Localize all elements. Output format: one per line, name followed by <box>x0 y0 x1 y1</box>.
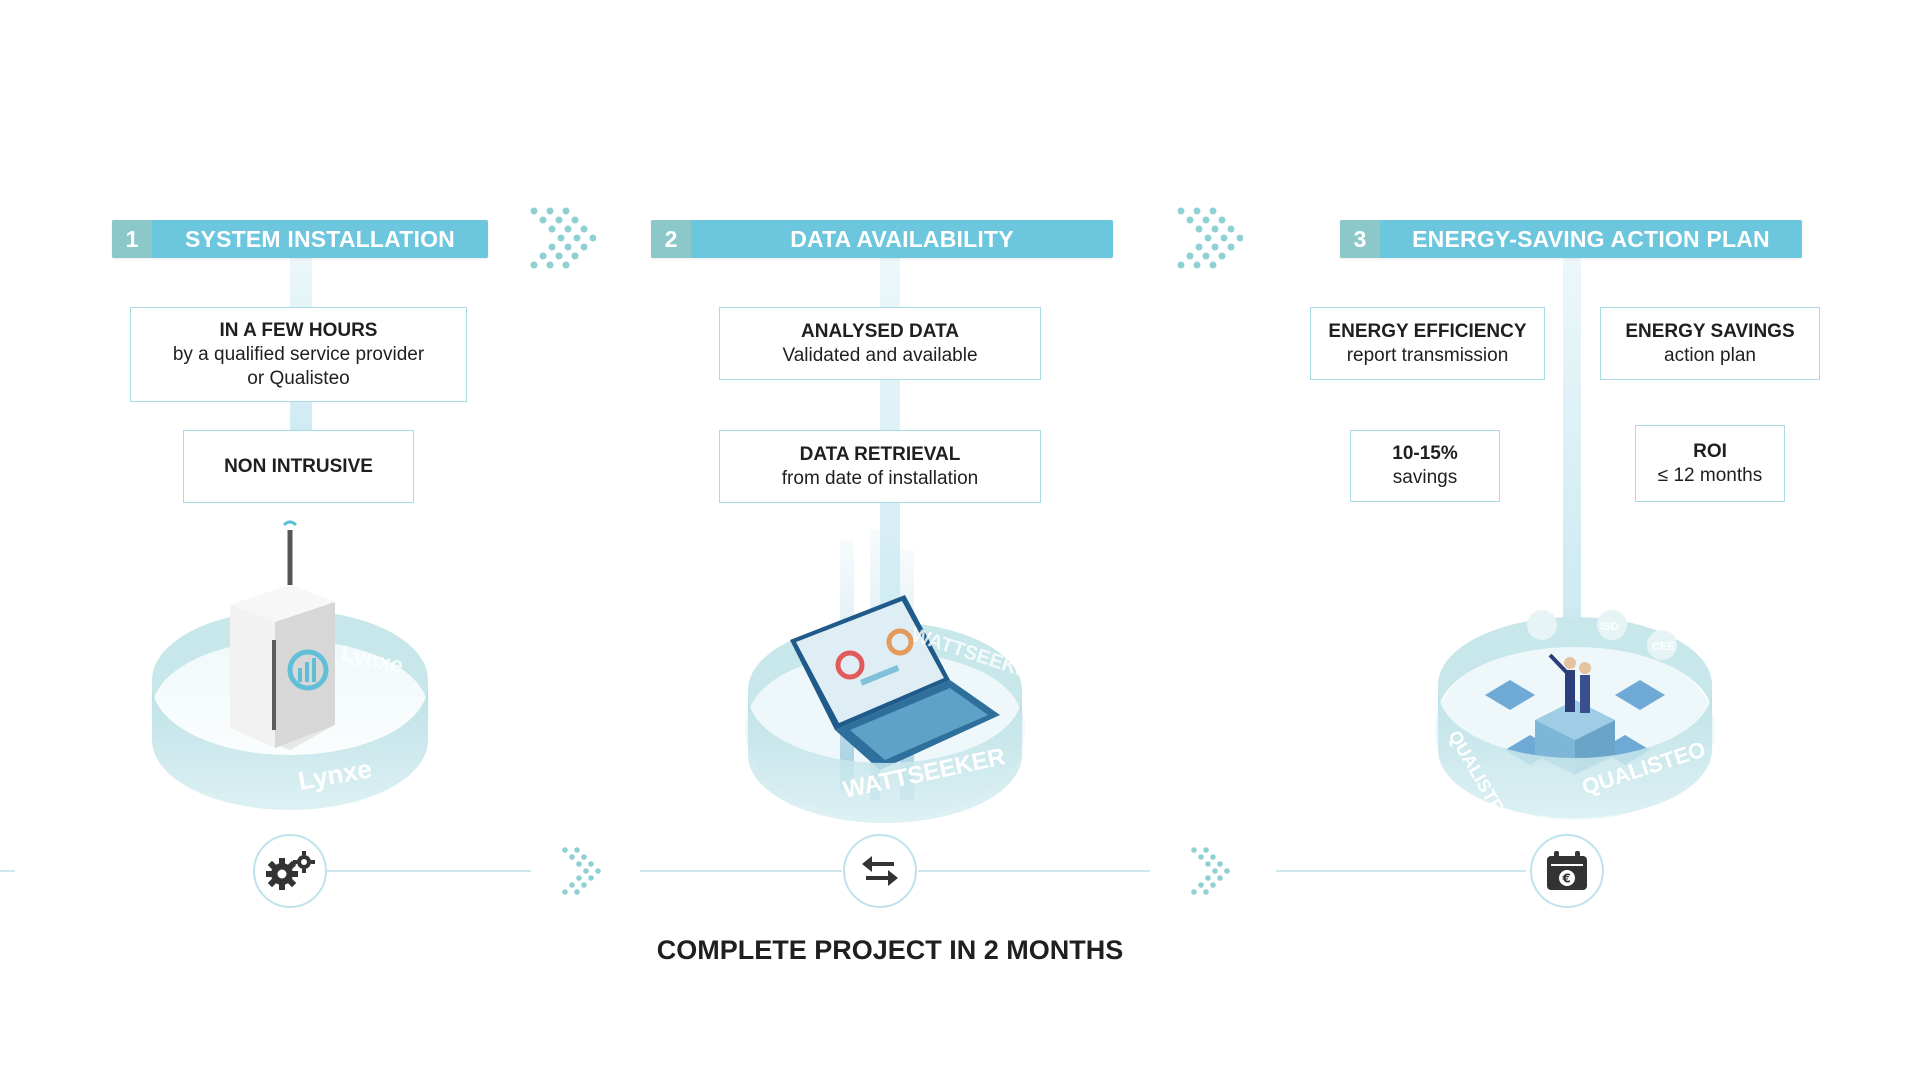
step-3-header: 3 ENERGY-SAVING ACTION PLAN <box>1340 220 1802 258</box>
info-box-efficiency-report: ENERGY EFFICIENCY report transmission <box>1310 307 1545 380</box>
step-2-header: 2 DATA AVAILABILITY <box>651 220 1113 258</box>
info-heading: ENERGY SAVINGS <box>1625 320 1795 342</box>
svg-text:€: € <box>1562 872 1571 886</box>
timeline-line <box>1276 870 1526 872</box>
info-line: report transmission <box>1346 344 1509 366</box>
chevron-arrow-icon <box>530 207 596 269</box>
timeline-line <box>640 870 842 872</box>
calendar-euro-icon: € <box>1547 851 1587 890</box>
chevron-arrow-icon <box>1191 847 1230 895</box>
info-box-roi: ROI ≤ 12 months <box>1635 425 1785 502</box>
info-heading: ANALYSED DATA <box>801 320 959 342</box>
timeline-step-1 <box>253 834 327 908</box>
step-title: DATA AVAILABILITY <box>790 225 1014 252</box>
info-box-non-intrusive: NON INTRUSIVE <box>183 430 414 503</box>
timeline-step-2 <box>843 834 917 908</box>
info-box-savings-plan: ENERGY SAVINGS action plan <box>1600 307 1820 380</box>
step-title: SYSTEM INSTALLATION <box>185 225 455 252</box>
info-box-data-retrieval: DATA RETRIEVAL from date of installation <box>719 430 1041 503</box>
chevron-arrow-icon <box>562 847 601 895</box>
info-heading: NON INTRUSIVE <box>224 455 373 477</box>
info-line: ≤ 12 months <box>1657 464 1763 486</box>
info-heading: IN A FEW HOURS <box>219 319 378 341</box>
step-1-ring-illustration: Lynxe Lynxe <box>150 520 430 810</box>
project-duration-caption: COMPLETE PROJECT IN 2 MONTHS <box>656 935 1124 965</box>
info-box-savings-percent: 10-15% savings <box>1350 430 1500 502</box>
timeline-line <box>326 870 531 872</box>
gears-icon <box>266 851 315 890</box>
step-number: 3 <box>1340 220 1380 258</box>
arrows-exchange-icon <box>862 856 898 886</box>
info-heading: DATA RETRIEVAL <box>799 443 961 465</box>
light-beam <box>1563 256 1581 636</box>
step-2-ring-illustration: WATTSEEKER WATTSEEKER <box>745 530 1030 823</box>
info-heading: 10-15% <box>1392 443 1458 464</box>
info-line: Validated and available <box>782 344 978 366</box>
info-line: from date of installation <box>781 467 979 489</box>
ring-badge-text: CEE <box>1652 641 1675 653</box>
step-number: 2 <box>651 220 691 258</box>
step-1-header: 1 SYSTEM INSTALLATION <box>112 220 488 258</box>
info-line: by a qualified service provider <box>172 343 425 365</box>
info-line: or Qualisteo <box>247 367 350 389</box>
timeline-line <box>0 870 15 872</box>
info-heading: ROI <box>1693 440 1727 462</box>
step-3-ring-illustration: ISO CEE QUALISTEO QUALISTEO <box>1435 610 1715 828</box>
chevron-arrow-icon <box>1177 207 1243 269</box>
ring-badge-text: ISO <box>1600 621 1619 633</box>
info-box-install-time: IN A FEW HOURS by a qualified service pr… <box>130 307 467 402</box>
business-people-icon <box>1548 653 1591 713</box>
info-line: savings <box>1392 467 1458 488</box>
timeline-step-3: € <box>1530 834 1604 908</box>
step-number: 1 <box>112 220 152 258</box>
info-heading: ENERGY EFFICIENCY <box>1328 320 1527 342</box>
server-cabinet-icon <box>230 520 335 750</box>
timeline-line <box>918 870 1150 872</box>
step-title: ENERGY-SAVING ACTION PLAN <box>1412 225 1770 252</box>
info-box-analysed-data: ANALYSED DATA Validated and available <box>719 307 1041 380</box>
laptop-dashboard-icon <box>790 595 1000 770</box>
info-line: action plan <box>1664 344 1756 366</box>
